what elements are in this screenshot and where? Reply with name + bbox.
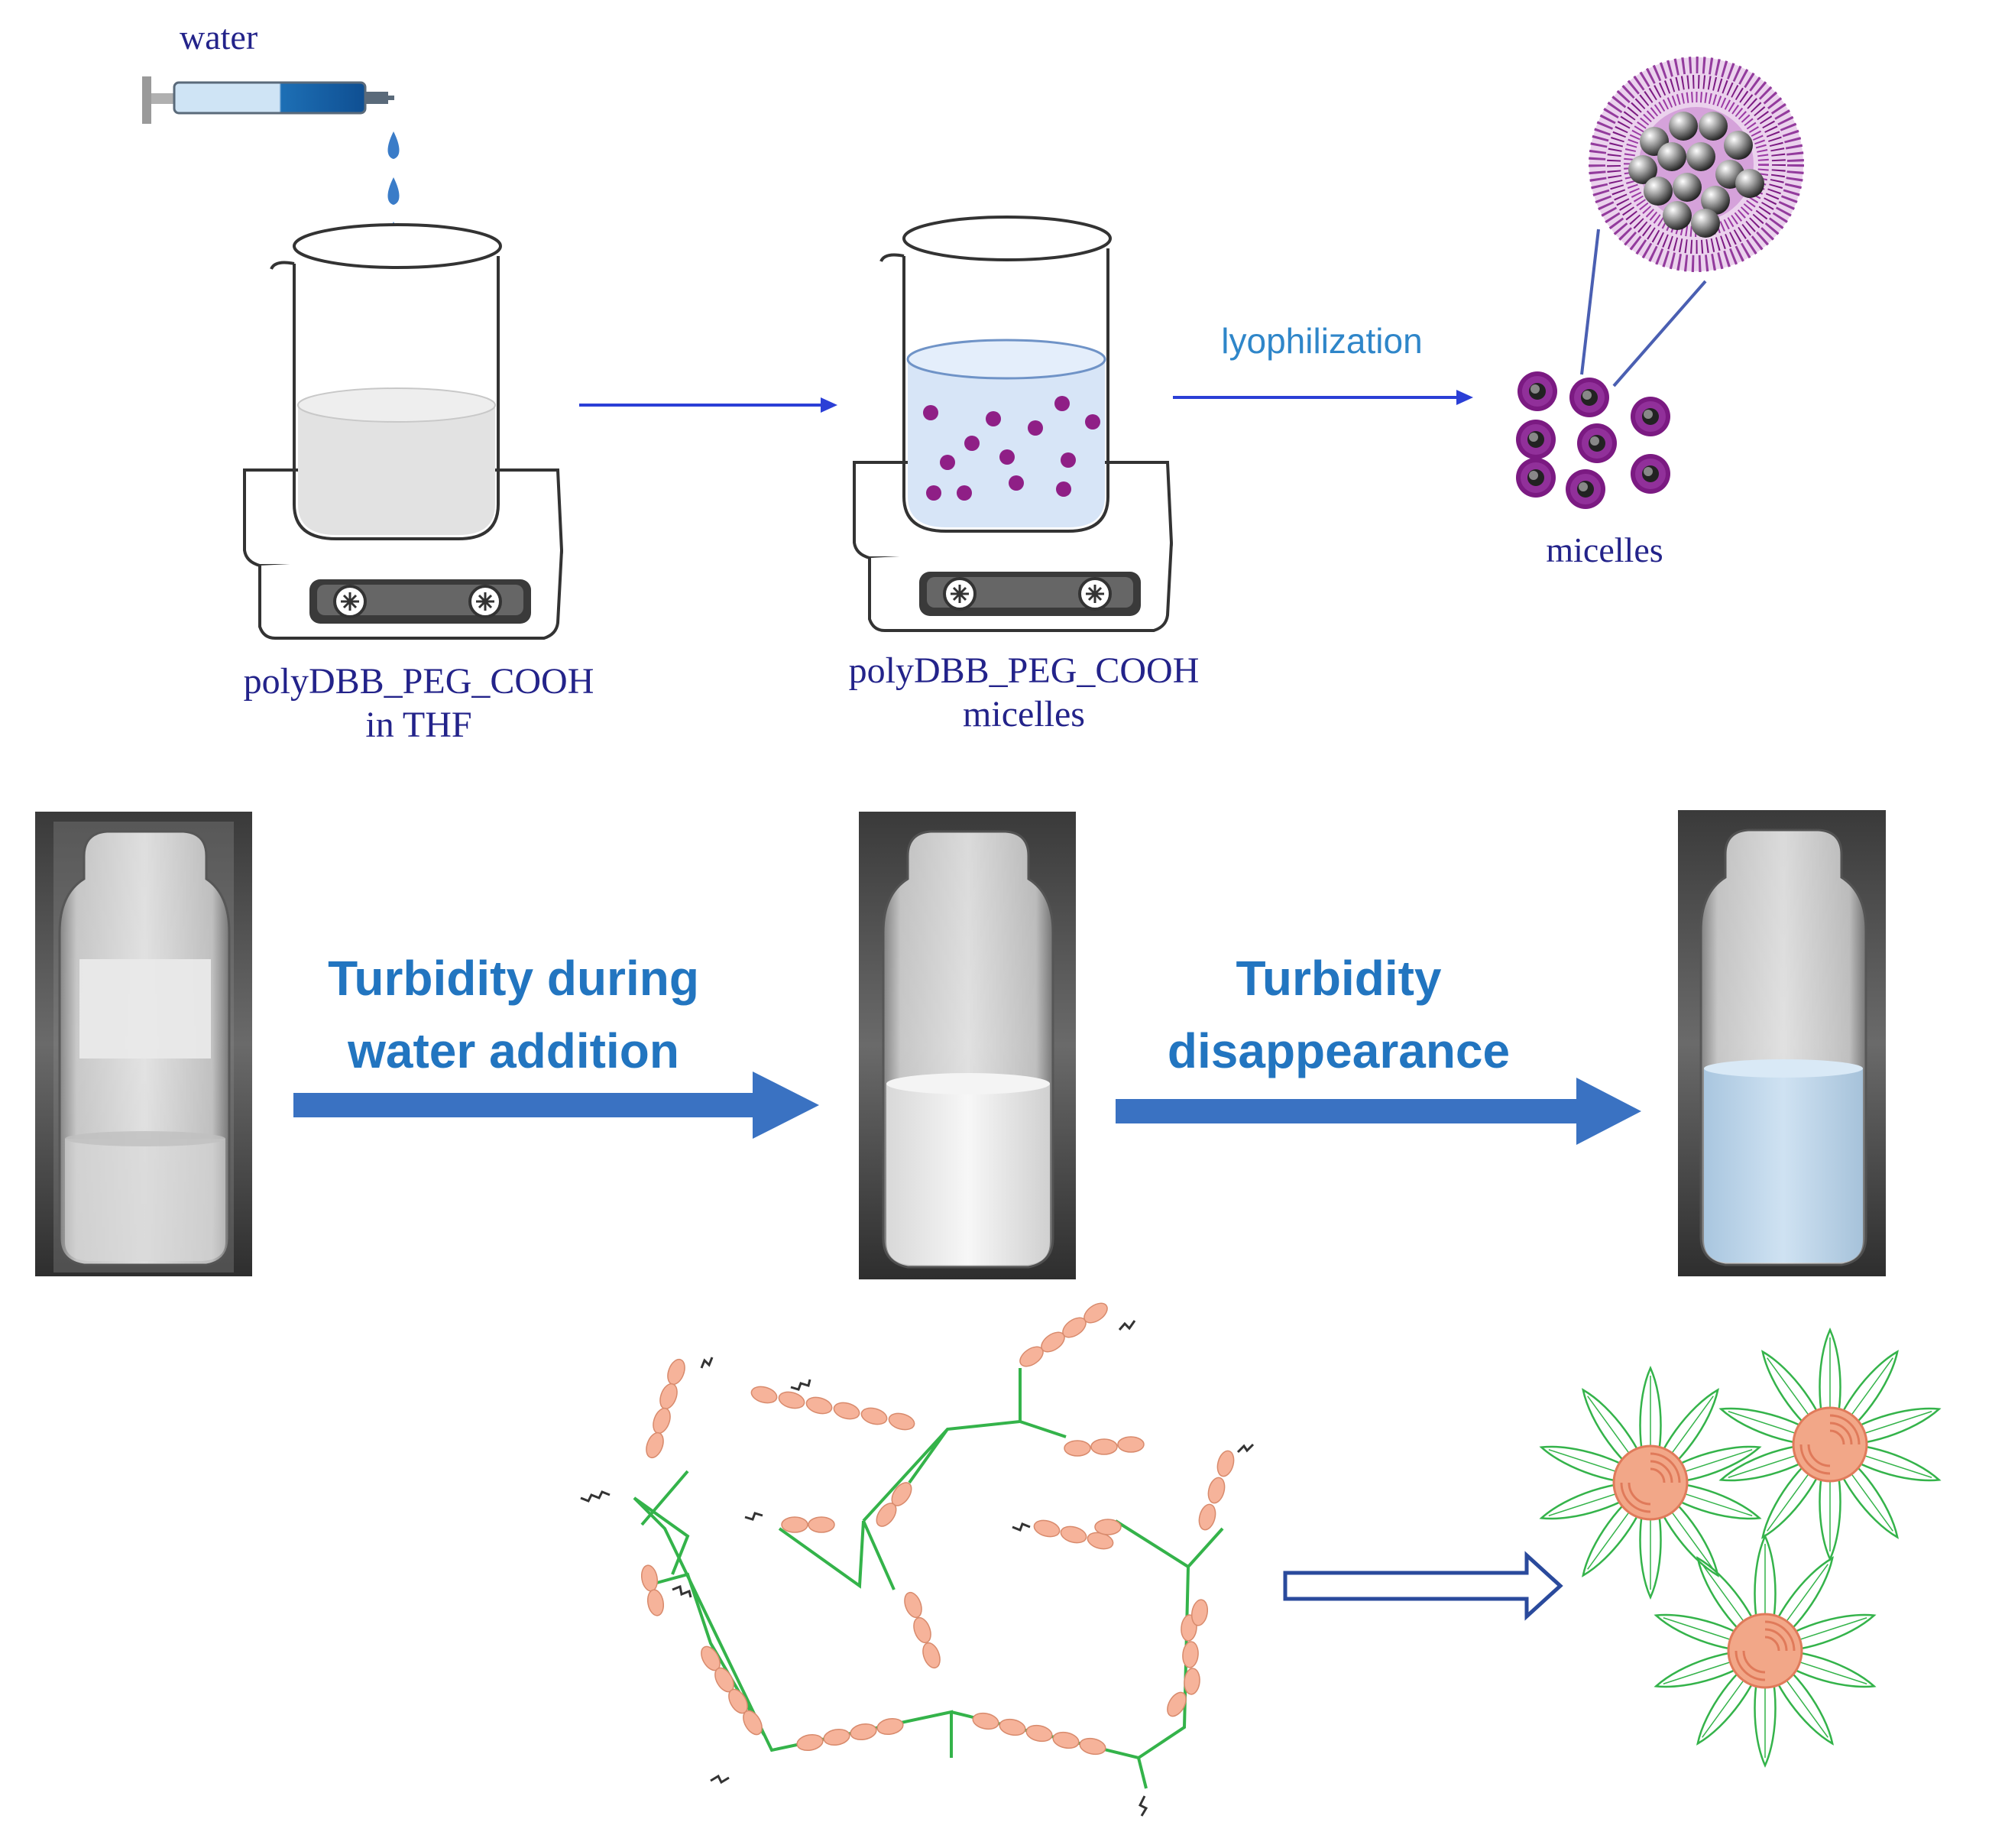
start-solution-label-line2: in THF bbox=[365, 705, 471, 745]
turbidity-during-label-line2: water addition bbox=[347, 1023, 679, 1078]
micelle-solution-label: polyDBB_PEG_COOH bbox=[849, 650, 1200, 691]
vial-photo-turbid bbox=[859, 812, 1076, 1279]
start-solution-label: polyDBB_PEG_COOH bbox=[244, 661, 594, 702]
outline-arrow bbox=[1283, 1551, 1563, 1621]
big-arrow-1 bbox=[293, 1072, 819, 1139]
turbidity-disappearance-label-line2: disappearance bbox=[1168, 1023, 1510, 1078]
vial-photo-clear-blue bbox=[1678, 810, 1886, 1276]
turbidity-disappearance-label: Turbidity bbox=[1236, 951, 1442, 1006]
lyophilization-arrow bbox=[1173, 390, 1473, 405]
big-arrow-2 bbox=[1116, 1078, 1641, 1145]
polymer-network-diagram bbox=[580, 1298, 1255, 1817]
water-label: water bbox=[180, 18, 258, 57]
star-micelle-diagram bbox=[1537, 1328, 1944, 1767]
micelle-beaker-icon bbox=[853, 216, 1174, 632]
vial-photo-clear bbox=[35, 812, 252, 1276]
micelle-cluster-icon bbox=[1516, 57, 1804, 509]
beaker-on-stirrer-icon bbox=[243, 223, 564, 640]
micelles-label: micelles bbox=[1546, 530, 1663, 569]
micelle-solution-label-line2: micelles bbox=[963, 694, 1085, 734]
process-arrow-1 bbox=[579, 397, 837, 413]
turbidity-during-label: Turbidity during bbox=[328, 951, 699, 1006]
micelle-zoom-icon bbox=[1589, 57, 1804, 272]
syringe-icon bbox=[142, 76, 394, 124]
lyophilization-label: lyophilization bbox=[1221, 321, 1422, 361]
